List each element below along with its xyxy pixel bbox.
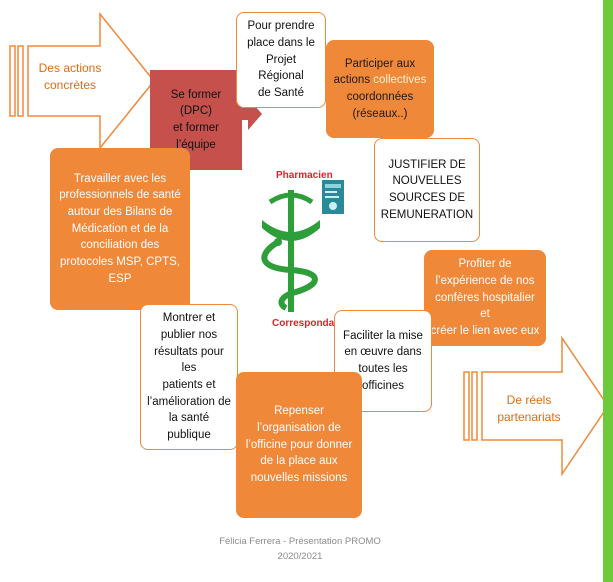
profiter-box: Profiter de l’expérience de nos confères… <box>424 250 546 346</box>
repenser-text: Repenser l’organisation de l’officine po… <box>245 405 353 484</box>
se-former-box: Se former (DPC) et former l’équipe <box>150 70 242 170</box>
pharmacien-label: Pharmacien <box>276 170 333 181</box>
book-cover-icon <box>322 180 344 214</box>
participer-text: Participer aux actions collectives coord… <box>333 57 427 120</box>
justifier-text: JUSTIFIER DE NOUVELLES SOURCES DE REMUNE… <box>380 158 474 221</box>
left-arrow-shape <box>9 12 155 150</box>
faciliter-text: Faciliter la mise en œuvre dans toutes l… <box>343 329 423 392</box>
montrer-box: Montrer et publier nos résultats pour le… <box>140 304 238 450</box>
travailler-box: Travailler avec les professionnels de sa… <box>50 148 190 310</box>
se-former-text: Se former (DPC) et former l’équipe <box>170 88 222 151</box>
justifier-box: JUSTIFIER DE NOUVELLES SOURCES DE REMUNE… <box>374 138 480 242</box>
travailler-text: Travailler avec les professionnels de sa… <box>59 172 181 285</box>
projet-regional-text: Pour prendre place dans le Projet Région… <box>247 20 315 99</box>
profiter-text: Profiter de l’expérience de nos confères… <box>430 258 540 337</box>
right-green-bar <box>603 0 613 582</box>
participer-box: Participer aux actions collectives coord… <box>326 40 434 138</box>
right-arrow-shape <box>463 336 609 476</box>
montrer-text: Montrer et publier nos résultats pour le… <box>147 312 231 442</box>
right-arrow-label: De réels partenariats <box>497 393 561 425</box>
repenser-box: Repenser l’organisation de l’officine po… <box>236 372 362 518</box>
participer-highlight: collectives <box>373 74 427 87</box>
footer-credit: Félicia Ferrera - Présentation PROMO 202… <box>219 536 381 563</box>
projet-regional-box: Pour prendre place dans le Projet Région… <box>236 12 326 108</box>
left-arrow-label: Des actions concrètes <box>38 61 102 93</box>
caduceus-icon <box>261 190 320 312</box>
correspondant-label: Correspondant <box>272 318 344 329</box>
